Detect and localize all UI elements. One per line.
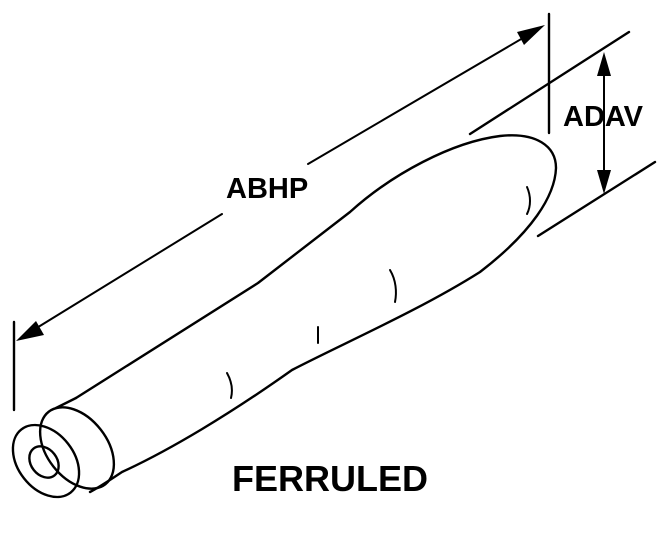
diameter-dimension-label: ADAV [563,101,644,133]
length-dimension-line-lower [21,213,223,338]
diameter-arrowhead-bottom [597,170,611,194]
part-title: FERRULED [232,458,428,499]
surface-mark [389,269,397,303]
body-outline [74,134,558,494]
diameter-arrowhead-top [597,52,611,76]
length-arrowhead-left [16,321,44,341]
diameter-extension-line-upper [468,30,631,136]
diameter-extension-line-lower [536,160,657,238]
surface-mark [226,372,233,399]
length-dimension-line-upper [307,27,541,165]
ferrule-body [11,134,558,499]
diameter-dimension [468,30,657,238]
ferrule-end-face [11,423,81,499]
ferrule-collar [38,406,116,490]
length-arrowhead-right [517,25,545,45]
ferrule-bore [28,445,60,479]
surface-mark [526,186,531,215]
length-dimension-label: ABHP [226,173,308,205]
length-dimension [12,12,551,412]
